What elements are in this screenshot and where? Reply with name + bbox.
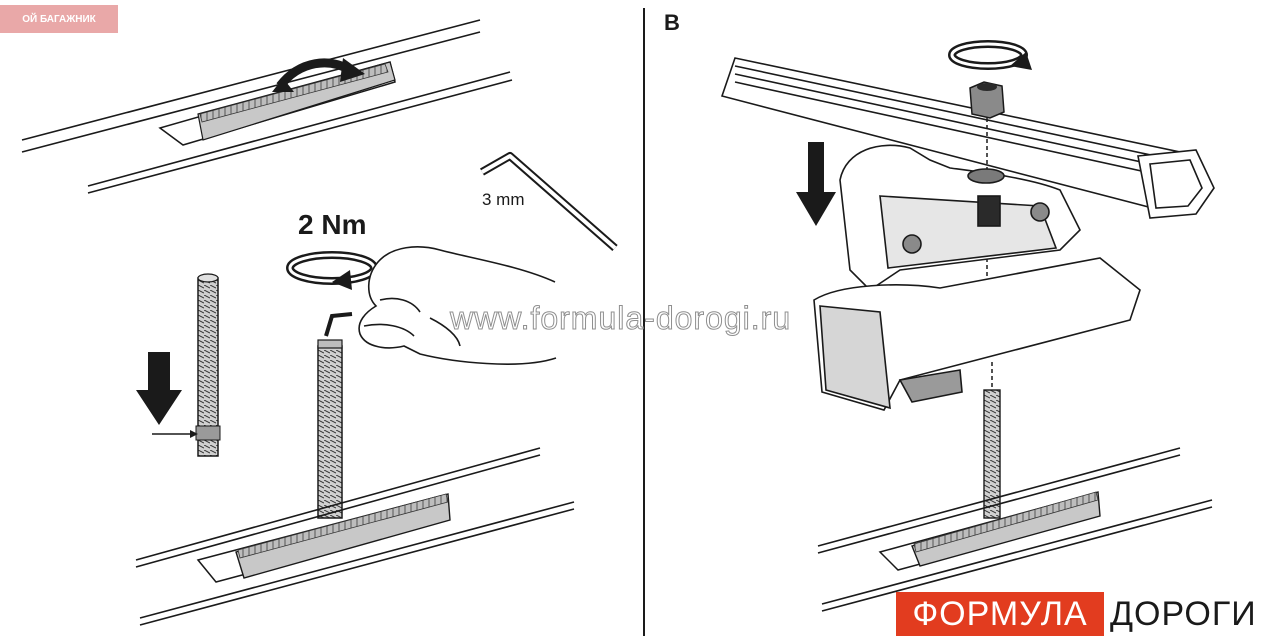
hand-icon bbox=[358, 246, 557, 365]
watermark: www.formula-dorogi.ru bbox=[449, 300, 792, 337]
roof-rail-top bbox=[21, 19, 513, 194]
pointer-arrow-icon bbox=[152, 430, 198, 438]
foot-bracket-icon bbox=[813, 144, 1141, 411]
roof-rail-bottom bbox=[135, 447, 575, 626]
roof-bar-icon bbox=[720, 57, 1215, 219]
bolt-icon bbox=[195, 273, 221, 457]
hex-key-size-label: 3 mm bbox=[482, 190, 525, 209]
rail-slot-bottom bbox=[878, 491, 1101, 571]
panel-label-b: B bbox=[664, 10, 680, 35]
brand-logo-part1: ФОРМУЛА bbox=[896, 592, 1104, 636]
brand-logo-part2: ДОРОГИ bbox=[1110, 594, 1257, 633]
rail-slot-bottom bbox=[196, 493, 451, 583]
down-arrow-icon bbox=[796, 142, 836, 226]
torque-label: 2 Nm bbox=[298, 209, 366, 240]
roof-rail-bottom bbox=[817, 447, 1213, 612]
down-arrow-icon bbox=[136, 352, 182, 425]
bolt-icon bbox=[983, 389, 1001, 519]
hex-key-icon bbox=[480, 152, 618, 252]
nut-icon bbox=[969, 81, 1005, 119]
rotation-arrow-icon bbox=[948, 40, 1032, 70]
bolt-icon bbox=[317, 312, 353, 519]
top-badge: ОЙ БАГАЖНИК bbox=[0, 5, 118, 33]
rotation-arrow-icon bbox=[272, 58, 365, 92]
rotation-arrow-icon bbox=[286, 251, 378, 290]
